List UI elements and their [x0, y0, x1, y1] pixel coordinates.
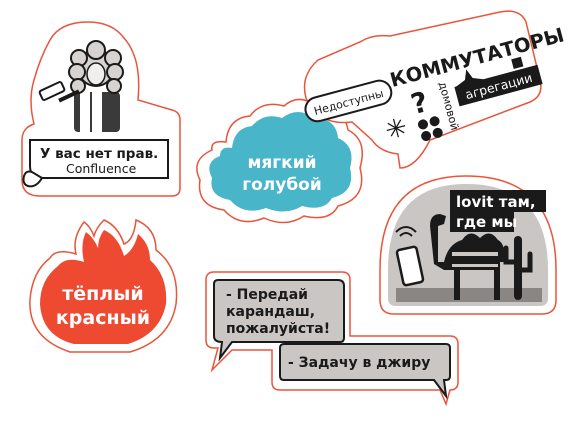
- judge-illustration: [68, 40, 124, 132]
- camel-illustration: [430, 214, 505, 300]
- judge-text-line2: Confluence: [66, 161, 137, 176]
- unavailable-pill: [304, 79, 393, 123]
- chat-bubble-1: [213, 279, 345, 362]
- chat-bubble-1-line3: пожалуйста!: [226, 321, 330, 337]
- dots-icon: [418, 116, 443, 141]
- phone-icon: [395, 226, 425, 287]
- sticker-chat: - Передай карандаш, пожалуйста! - Задачу…: [205, 271, 459, 407]
- chat-bubble-2: [279, 343, 451, 400]
- gavel-icon: [38, 81, 80, 103]
- camel-text-line1: lovit там,: [456, 193, 536, 211]
- fire-text-line1: тёплый: [62, 283, 143, 305]
- sticker-commutators-cutline: [303, 10, 542, 169]
- chat-bubble-1-line2: карандаш,: [226, 304, 315, 320]
- fire-shape: [40, 230, 167, 344]
- cloud-shape: [209, 112, 352, 212]
- camel-text-line2: где мы: [456, 213, 517, 231]
- judge-text-line1: У вас нет прав.: [40, 146, 158, 162]
- camel-caption: lovit там, где мы: [450, 190, 546, 232]
- fire-text-line2: красный: [56, 307, 150, 329]
- sticker-camel: lovit там, где мы: [379, 175, 557, 315]
- sticker-cloud: мягкий голубой: [196, 98, 363, 224]
- chat-bubble-1-line1: - Передай: [226, 287, 308, 303]
- cactus-icon: [503, 236, 533, 300]
- sparkle-icon: [456, 69, 484, 97]
- sticker-judge: У вас нет прав. Confluence: [21, 21, 181, 197]
- judge-banner: У вас нет прав. Confluence: [22, 139, 169, 188]
- cloud-text-line2: голубой: [242, 175, 322, 195]
- cloud-text-line1: мягкий: [247, 153, 316, 173]
- sticker-commutators: Недоступны КОММУТАТОРЫ агрегации домовой…: [303, 10, 567, 169]
- chat-bubble-2-text: - Задачу в джиру: [288, 355, 430, 371]
- aggregation-bar: [454, 64, 543, 107]
- sticker-fire: тёплый красный: [29, 218, 178, 353]
